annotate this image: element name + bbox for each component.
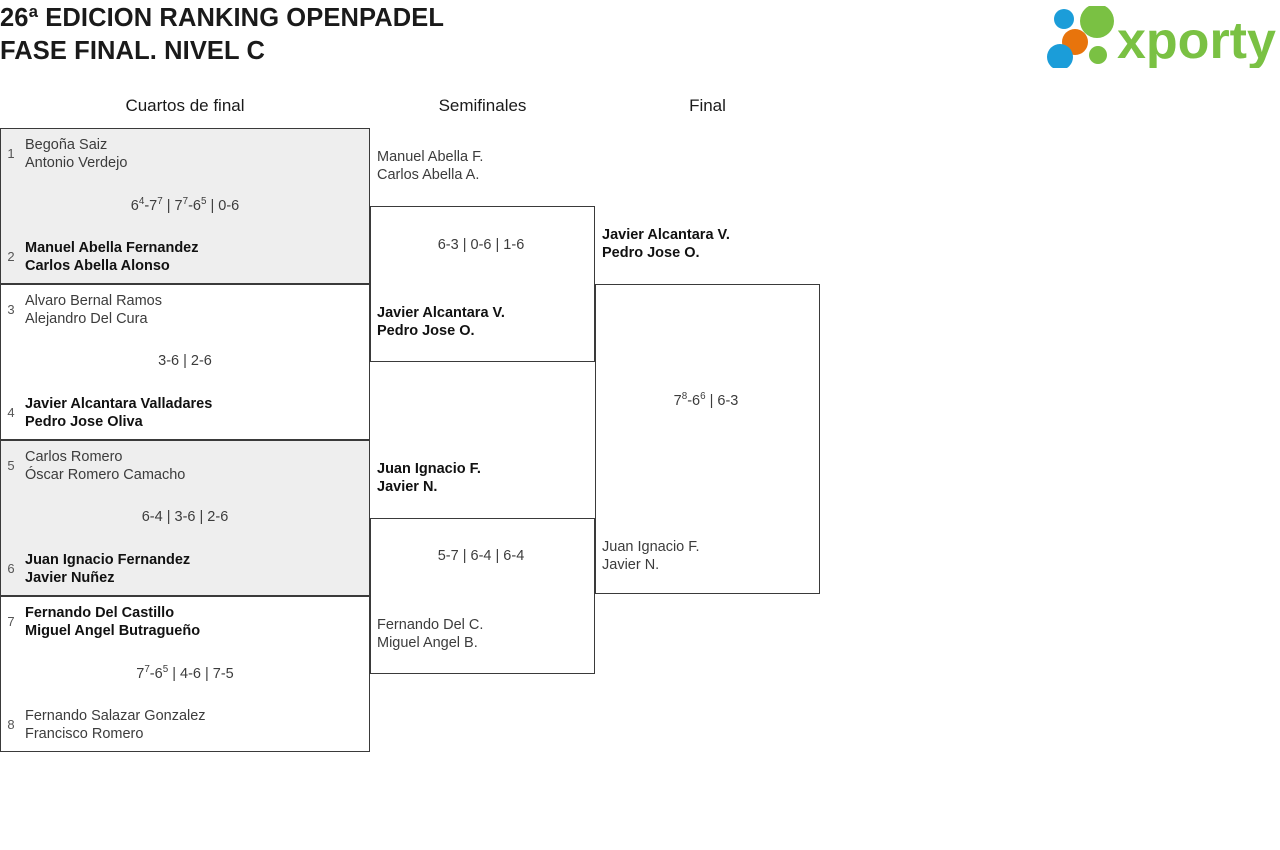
svg-text:xporty: xporty	[1117, 12, 1276, 68]
match-box-qf-3[interactable]	[0, 440, 370, 596]
seed-number: 6	[7, 561, 15, 576]
logo-dots-icon	[1047, 6, 1114, 68]
team-final-top: Javier Alcantara V. Pedro Jose O.	[602, 227, 730, 261]
team-qf-3-bottom: Juan Ignacio Fernandez Javier Nuñez	[25, 552, 191, 586]
score-qf-4: 77-65 | 4-6 | 7-5	[136, 664, 234, 682]
seed-number: 7	[7, 614, 15, 629]
seed-number: 4	[7, 405, 15, 420]
match-box-sf-2[interactable]	[370, 518, 595, 674]
score-sf-2: 5-7 | 6-4 | 6-4	[437, 548, 525, 564]
team-qf-2-top: Alvaro Bernal Ramos Alejandro Del Cura	[25, 293, 162, 327]
seed-number: 1	[7, 146, 15, 161]
team-sf-2-top: Juan Ignacio F. Javier N.	[377, 461, 481, 495]
team-sf-1-top: Manuel Abella F. Carlos Abella A.	[377, 149, 484, 183]
seed-number: 3	[7, 302, 15, 317]
score-qf-3: 6-4 | 3-6 | 2-6	[141, 509, 229, 525]
page-title: 26ª EDICION RANKING OPENPADEL FASE FINAL…	[0, 2, 900, 68]
xporty-logo: xporty	[1045, 6, 1277, 68]
match-box-sf-1[interactable]	[370, 206, 595, 362]
seed-number: 2	[7, 249, 15, 264]
column-header-quarterfinals: Cuartos de final	[125, 96, 245, 115]
score-qf-2: 3-6 | 2-6	[158, 353, 212, 369]
team-qf-4-bottom: Fernando Salazar Gonzalez Francisco Rome…	[25, 708, 206, 742]
logo-wordmark: xporty	[1117, 12, 1276, 68]
title-line-1: 26ª EDICION RANKING OPENPADEL	[0, 4, 445, 32]
seed-number: 5	[7, 458, 15, 473]
match-box-qf-4[interactable]	[0, 596, 370, 752]
team-qf-3-top: Carlos Romero Óscar Romero Camacho	[25, 449, 186, 483]
column-header-semifinals: Semifinales	[438, 96, 527, 115]
team-qf-1-bottom: Manuel Abella Fernandez Carlos Abella Al…	[25, 240, 199, 274]
column-header-final: Final	[689, 96, 726, 115]
team-qf-4-top: Fernando Del Castillo Miguel Angel Butra…	[25, 605, 201, 639]
team-sf-2-bottom: Fernando Del C. Miguel Angel B.	[377, 617, 484, 651]
match-box-qf-2[interactable]	[0, 284, 370, 440]
title-line-2: FASE FINAL. NIVEL C	[0, 37, 265, 65]
score-qf-1: 64-77 | 77-65 | 0-6	[130, 196, 240, 214]
team-final-bottom: Juan Ignacio F. Javier N.	[602, 539, 700, 573]
team-qf-1-top: Begoña Saiz Antonio Verdejo	[25, 137, 128, 171]
team-sf-1-bottom: Javier Alcantara V. Pedro Jose O.	[377, 305, 505, 339]
match-box-qf-1[interactable]	[0, 128, 370, 284]
seed-number: 8	[7, 717, 15, 732]
match-box-final[interactable]	[595, 284, 820, 594]
team-qf-2-bottom: Javier Alcantara Valladares Pedro Jose O…	[25, 396, 213, 430]
score-final: 78-66 | 6-3	[673, 391, 739, 409]
score-sf-1: 6-3 | 0-6 | 1-6	[437, 237, 525, 253]
